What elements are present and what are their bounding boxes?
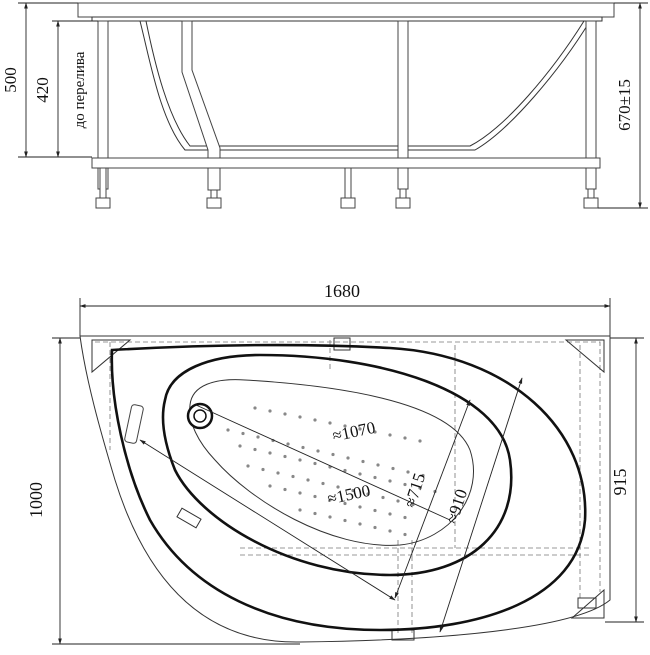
- jet-dot: [381, 495, 385, 500]
- frame-bottom-rail: [91, 157, 601, 169]
- jet-dot: [373, 430, 377, 434]
- jet-dot: [418, 439, 422, 443]
- jet-dot: [226, 428, 230, 432]
- side-view: 500 420 до перелива 670±15: [1, 2, 648, 209]
- jet-dot: [396, 499, 400, 503]
- jet-dot: [268, 484, 272, 488]
- jet-dot: [388, 529, 392, 533]
- tub-basin-bottom: [189, 379, 474, 546]
- jet-dot: [313, 494, 317, 499]
- jet-dot: [291, 474, 295, 479]
- dim-length: 1680: [324, 281, 360, 301]
- jet-dot: [261, 467, 265, 472]
- corner-bracket: [564, 339, 605, 374]
- jet-dot: [373, 525, 377, 530]
- jet-dot: [358, 522, 362, 526]
- jet-dot: [286, 442, 290, 446]
- jet-dot: [361, 459, 365, 464]
- jet-dot: [268, 451, 272, 455]
- jet-dot: [331, 452, 335, 457]
- jet-dot: [403, 532, 407, 537]
- jet-dot: [298, 508, 302, 512]
- jet-dot: [406, 470, 410, 474]
- jet-dot: [298, 458, 302, 462]
- jet-dot: [241, 431, 245, 436]
- jet-dot: [376, 463, 380, 467]
- dim-height-overflow: 420: [33, 77, 52, 103]
- jet-dot: [306, 478, 310, 482]
- jet-dot: [283, 487, 287, 492]
- frame-clip: [577, 597, 597, 609]
- jet-dot: [391, 466, 395, 471]
- jet-dot: [301, 445, 305, 450]
- tub-body-profile: [139, 20, 591, 151]
- jet-dot: [403, 515, 407, 520]
- overflow-label: до перелива: [72, 51, 88, 128]
- jet-dot: [313, 418, 317, 422]
- tub-rim: [77, 2, 615, 18]
- jet-dot: [358, 472, 362, 476]
- jet-dot: [343, 424, 347, 428]
- jet-dot: [253, 447, 257, 452]
- corner-bracket: [570, 588, 605, 619]
- jet-dot: [313, 511, 317, 516]
- jet-dot: [321, 481, 325, 486]
- dim-inner-length: ≈1070: [331, 418, 377, 446]
- jet-dot: [246, 464, 250, 468]
- jet-dot: [358, 505, 362, 509]
- jet-dot: [283, 454, 287, 459]
- jet-dot: [346, 456, 350, 460]
- jet-dot: [328, 421, 332, 425]
- jet-dot: [328, 515, 332, 519]
- frame-post-bent: [181, 20, 221, 191]
- jet-dot: [373, 508, 377, 513]
- jet-dot: [313, 461, 317, 466]
- jet-dot: [283, 412, 287, 416]
- dim-frame-height: 670±15: [615, 79, 634, 131]
- tub-outer-contour: [79, 335, 611, 643]
- frame-clip: [176, 507, 202, 529]
- dim-height-total: 500: [1, 67, 20, 93]
- jet-dot: [388, 479, 392, 483]
- jet-dot: [298, 415, 302, 419]
- dim-inner-width: ≈715: [400, 471, 429, 510]
- dim-width-side: 915: [610, 469, 630, 496]
- frame-clip: [333, 337, 351, 351]
- jet-dot: [388, 433, 392, 437]
- jet-dot: [316, 449, 320, 453]
- dim-diagonal-length: ≈1500: [326, 481, 372, 509]
- jet-dot: [253, 406, 257, 410]
- plan-view: 1680 1000 915: [26, 281, 644, 645]
- jet-dot: [238, 444, 242, 448]
- jet-dot: [358, 427, 362, 431]
- jet-dot: [388, 512, 392, 516]
- jet-dot: [268, 409, 272, 413]
- dim-outer-width: ≈910: [442, 487, 471, 526]
- jet-dot: [403, 436, 407, 440]
- jet-dot: [343, 518, 347, 523]
- jet-dot: [276, 471, 280, 475]
- jet-dot: [256, 435, 260, 439]
- jet-dot: [373, 475, 377, 480]
- headrest: [124, 404, 144, 444]
- dim-width-total: 1000: [26, 482, 46, 518]
- tub-inner-bowl: [161, 353, 513, 577]
- frame-legs: [95, 167, 599, 209]
- jet-dot: [298, 491, 302, 495]
